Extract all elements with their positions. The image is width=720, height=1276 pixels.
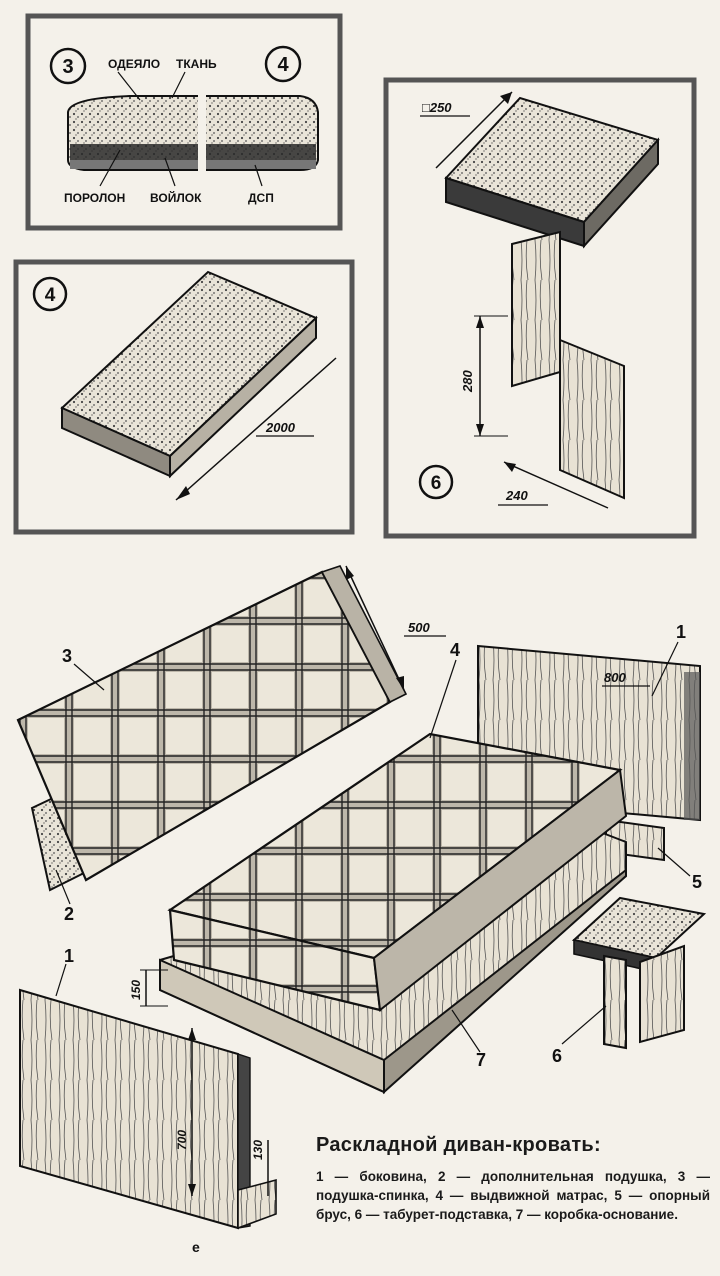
caption: Раскладной диван-кровать: 1 — боковина, … bbox=[316, 1134, 710, 1224]
callout-4: 4 bbox=[450, 640, 460, 660]
label-blanket: ОДЕЯЛО bbox=[108, 57, 160, 71]
felt-layer bbox=[70, 144, 316, 160]
label-fabric: ТКАНЬ bbox=[176, 57, 217, 71]
marker-4b-circle bbox=[32, 276, 68, 312]
mattress-marker: 4 bbox=[45, 285, 56, 306]
callout-6: 6 bbox=[552, 1046, 562, 1066]
dim-box-height: 150 bbox=[129, 980, 143, 1000]
callout-1-left: 1 bbox=[64, 946, 74, 966]
callout-5: 5 bbox=[692, 872, 702, 892]
dim-side-width: 800 bbox=[604, 670, 626, 685]
label-chipboard: ДСП bbox=[248, 191, 274, 205]
stool-top-size: □250 bbox=[422, 100, 452, 115]
caption-text: 1 — боковина, 2 — дополнительная подушка… bbox=[316, 1169, 710, 1222]
dim-backrest: 500 bbox=[408, 620, 430, 635]
panel-layers: 3 4 ОДЕЯЛО ТКАНЬ ПОРОЛОН ВОЙЛОК ДСП bbox=[25, 13, 343, 231]
section-cut bbox=[198, 92, 206, 174]
mattress-side bbox=[169, 315, 317, 479]
marker-3-circle bbox=[49, 47, 87, 85]
assembly-stool-leg2 bbox=[639, 944, 685, 1044]
panel-stool: □250 280 240 6 bbox=[383, 77, 697, 539]
marker-6-circle bbox=[418, 464, 454, 500]
mattress-dim-line bbox=[175, 357, 337, 501]
callout-3: 3 bbox=[62, 646, 72, 666]
stool-height: 280 bbox=[460, 370, 475, 393]
label-foam: ПОРОЛОН bbox=[64, 191, 125, 205]
marker-4: 4 bbox=[277, 54, 289, 76]
callout-2: 2 bbox=[64, 904, 74, 924]
assembly: 500 800 150 700 130 3 4 1 2 5 1 6 7 bbox=[16, 565, 707, 1255]
dim-side-foot: 130 bbox=[251, 1140, 265, 1160]
callout-1-right: 1 bbox=[676, 622, 686, 642]
marker-3: 3 bbox=[62, 56, 73, 78]
stool-seat-side bbox=[583, 137, 659, 249]
panel-mattress: 2000 4 bbox=[13, 259, 355, 535]
stool-leg-left bbox=[511, 230, 561, 388]
stool-leg-right bbox=[559, 338, 625, 500]
marker-4-circle bbox=[264, 45, 302, 83]
mattress-length: 2000 bbox=[265, 420, 296, 435]
caption-title: Раскладной диван-кровать: bbox=[316, 1134, 601, 1156]
chipboard-layer bbox=[70, 160, 316, 169]
dim-side-height: 700 bbox=[175, 1130, 189, 1150]
stool-width: 240 bbox=[505, 488, 528, 503]
corner-mark: е bbox=[192, 1239, 200, 1255]
side-panel-left bbox=[19, 988, 239, 1230]
callout-7: 7 bbox=[476, 1050, 486, 1070]
stool-marker: 6 bbox=[431, 473, 442, 494]
label-felt: ВОЙЛОК bbox=[150, 190, 202, 205]
assembly-stool-leg1 bbox=[603, 954, 627, 1050]
